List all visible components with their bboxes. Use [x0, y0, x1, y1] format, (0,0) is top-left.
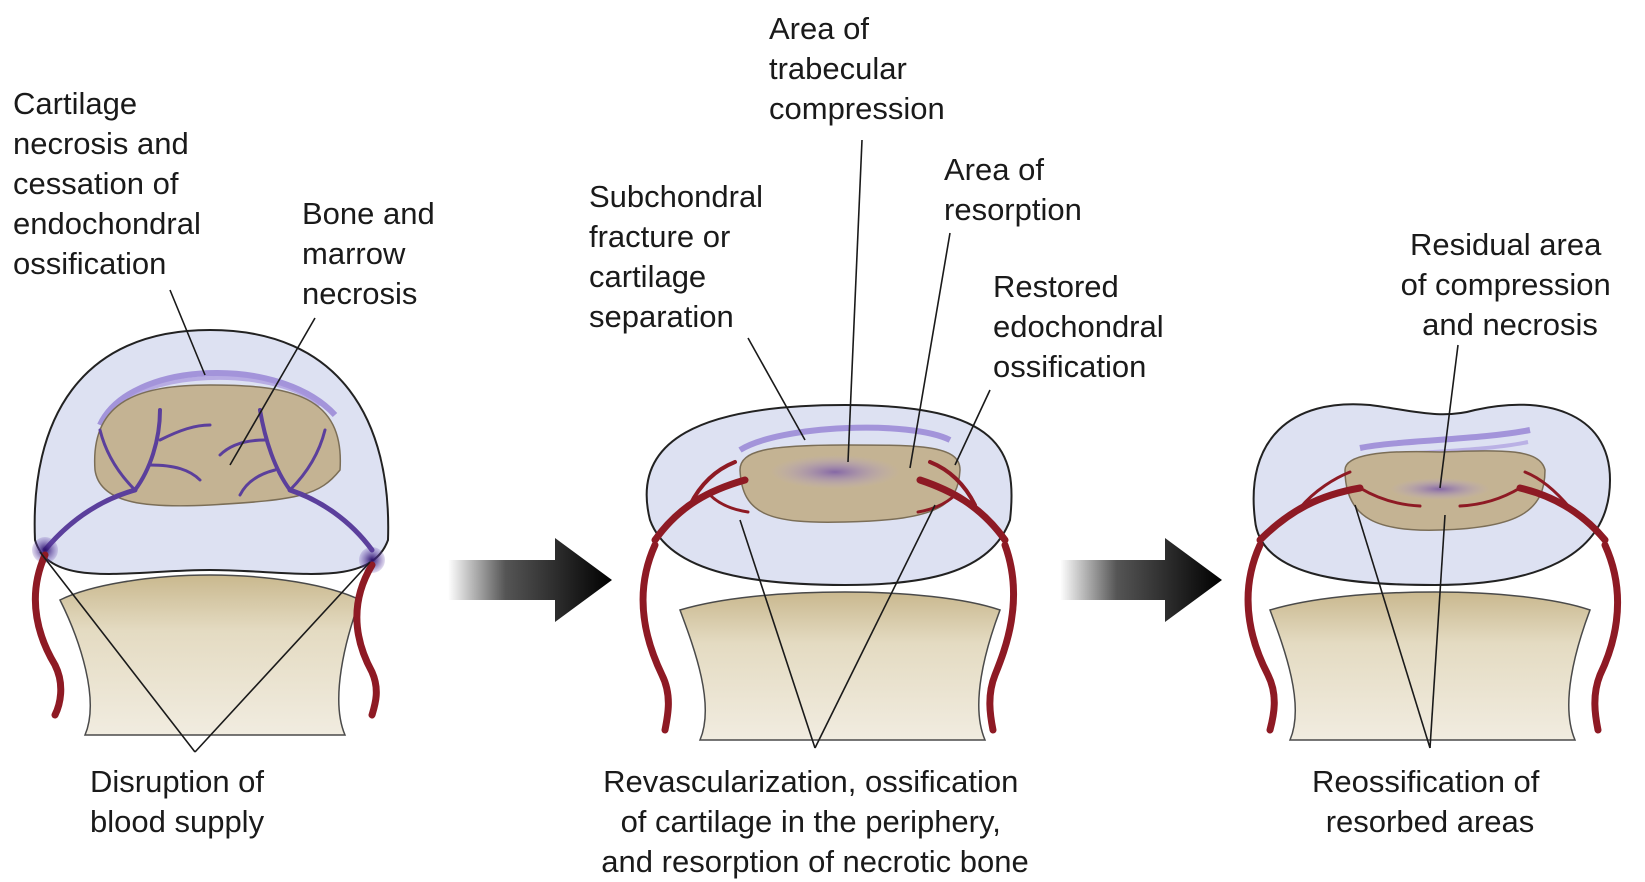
metaphysis-bone: [60, 575, 360, 735]
label-disruption: Disruption of blood supply: [90, 764, 273, 839]
trabecular-compression-zone: [770, 455, 900, 489]
label-revascularization: Revascularization, ossification of carti…: [601, 764, 1028, 879]
label-trabecular-compression: Area of trabecular compression: [769, 11, 945, 126]
label-reossification: Reossification of resorbed areas: [1312, 764, 1548, 839]
label-bone-marrow-necrosis: Bone and marrow necrosis: [302, 196, 443, 311]
artery: [643, 545, 668, 730]
label-cartilage-necrosis: Cartilage necrosis and cessation of endo…: [13, 86, 210, 281]
residual-compression-zone: [1390, 478, 1490, 500]
artery: [1248, 545, 1274, 730]
panel-1: Cartilage necrosis and cessation of endo…: [13, 86, 443, 839]
label-area-of-resorption: Area of resorption: [944, 152, 1082, 227]
label-residual-compression: Residual area of compression and necrosi…: [1401, 227, 1620, 342]
metaphysis-bone: [1270, 592, 1590, 740]
artery: [990, 545, 1014, 730]
panel-2: Area of trabecular compression Subchondr…: [589, 11, 1172, 879]
right-arrow-icon: [1060, 538, 1222, 622]
artery: [357, 565, 376, 715]
artery: [1595, 545, 1618, 730]
metaphysis-bone: [680, 592, 1000, 740]
panel-3: Residual area of compression and necrosi…: [1248, 227, 1619, 839]
label-restored-ossification: Restored edochondral ossification: [993, 269, 1172, 384]
label-subchondral-fracture: Subchondral fracture or cartilage separa…: [589, 179, 772, 334]
right-arrow-icon: [448, 538, 612, 622]
artery: [35, 555, 60, 715]
